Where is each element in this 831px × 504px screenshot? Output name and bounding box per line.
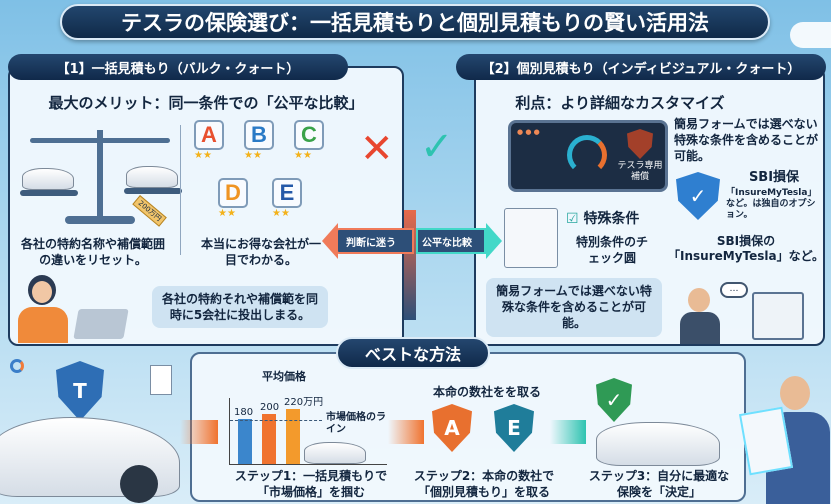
step-3: ステップ3：自分に最適な保険を「決定」 xyxy=(588,469,730,500)
dashboard-illustration: ● ● ● テスラ専用補償 xyxy=(508,120,668,192)
right-arrow xyxy=(416,228,486,254)
tesla-car-illustration: T xyxy=(0,355,180,504)
special-conditions-sub: 特別条件のチェック圆 xyxy=(575,235,648,266)
man-with-policy-illustration xyxy=(738,370,830,504)
market-line-label: 市場価格のライン xyxy=(326,412,386,435)
company-card-d: D★★ xyxy=(218,178,248,219)
price-bar-chart: 180 200 220万円 市場価格のライン xyxy=(229,397,387,465)
step2-heading: 本命の数社をを取る xyxy=(432,385,541,399)
arrow-to-step3 xyxy=(550,420,586,444)
left-arrow xyxy=(336,228,414,254)
market-line xyxy=(230,420,322,421)
car-icon xyxy=(22,168,74,190)
cloud-decoration xyxy=(790,22,831,48)
individual-speech-bubble: 簡易フォームでは選べない特殊な条件を含めることが可能。 xyxy=(486,278,662,337)
bar-label-220: 220万円 xyxy=(284,397,324,408)
bar-180 xyxy=(238,419,252,464)
best-method-label: ベストな方法 xyxy=(336,337,490,369)
individual-quote-header: 【2】個別見積もり（インディビジュアル・クォート） xyxy=(456,54,826,80)
companies-caption: 本当にお得な会社が一目でわかる。 xyxy=(200,237,321,268)
bar-200 xyxy=(262,414,276,464)
arrow-to-step2 xyxy=(388,420,424,444)
sbi-title: SBI損保 xyxy=(748,170,800,185)
cross-icon: ✕ xyxy=(360,126,394,172)
bar-label-180: 180 xyxy=(234,407,254,418)
woman-laptop-illustration xyxy=(18,275,129,343)
special-conditions-title: ☑ 特殊条件 xyxy=(566,211,640,227)
left-arrow-head xyxy=(322,223,338,259)
check-icon: ✓ xyxy=(420,124,454,170)
right-arrow-head xyxy=(486,223,502,259)
car-icon xyxy=(126,166,178,188)
right-arrow-label: 公平な比較 xyxy=(422,238,472,249)
checkbox-icon: ☑ xyxy=(566,211,579,227)
page-title: テスラの保険選び：一括見積もりと個別見積もりの賢い活用法 xyxy=(60,4,770,40)
company-card-a: A★★ xyxy=(194,120,224,161)
step-2: ステップ2：本命の数社で「個別見積もり」を取る xyxy=(413,469,555,500)
bar-220 xyxy=(286,409,300,464)
document-icon xyxy=(504,208,558,268)
bulk-quote-header: 【1】一括見積もり（バルク・クォート） xyxy=(8,54,348,80)
company-card-e: E★★ xyxy=(272,178,302,219)
sbi-desc: 「InsureMyTesla」など。は独自のオプション。 xyxy=(726,188,817,220)
bar-label-200: 200 xyxy=(260,402,280,413)
company-card-b: B★★ xyxy=(244,120,274,161)
chart-title: 平均価格 xyxy=(262,370,306,383)
phone-consultation-illustration: … xyxy=(680,282,820,344)
gauge-icon xyxy=(567,135,607,175)
bulk-speech-bubble: 各社の特約それや補償範を同時に5会社に投出しまる。 xyxy=(152,286,328,329)
individual-desc: 簡易フォームでは選べない特殊な条件を含めることが可能。 xyxy=(674,117,819,164)
left-arrow-label: 判断に迷う xyxy=(346,238,396,249)
scale-caption: 各社の特約名称や補償範囲の違いをリセット。 xyxy=(20,237,165,268)
car-icon xyxy=(596,422,720,466)
balance-scale-illustration xyxy=(20,120,182,230)
tesla-shield-icon xyxy=(627,129,653,159)
arrow-to-step1 xyxy=(180,420,218,444)
company-cards: A★★ B★★ C★★ D★★ E★★ xyxy=(190,120,340,235)
shield-check-icon: ✓ xyxy=(676,172,720,220)
company-card-c: C★★ xyxy=(294,120,324,161)
shield-check-icon: ✓ xyxy=(596,378,632,422)
step-1: ステップ1：一括見積もりで「市場価格」を掴む xyxy=(234,469,388,500)
divider xyxy=(180,125,181,255)
split-arrow-stem xyxy=(404,210,416,320)
individual-quote-subtitle: 利点：より詳細なカスタマイズ xyxy=(515,94,725,112)
bulk-quote-subtitle: 最大のメリット：同一条件での「公平な比較」 xyxy=(48,94,364,112)
sbi-line: SBI損保の「InsureMyTesla」など。 xyxy=(668,234,824,263)
